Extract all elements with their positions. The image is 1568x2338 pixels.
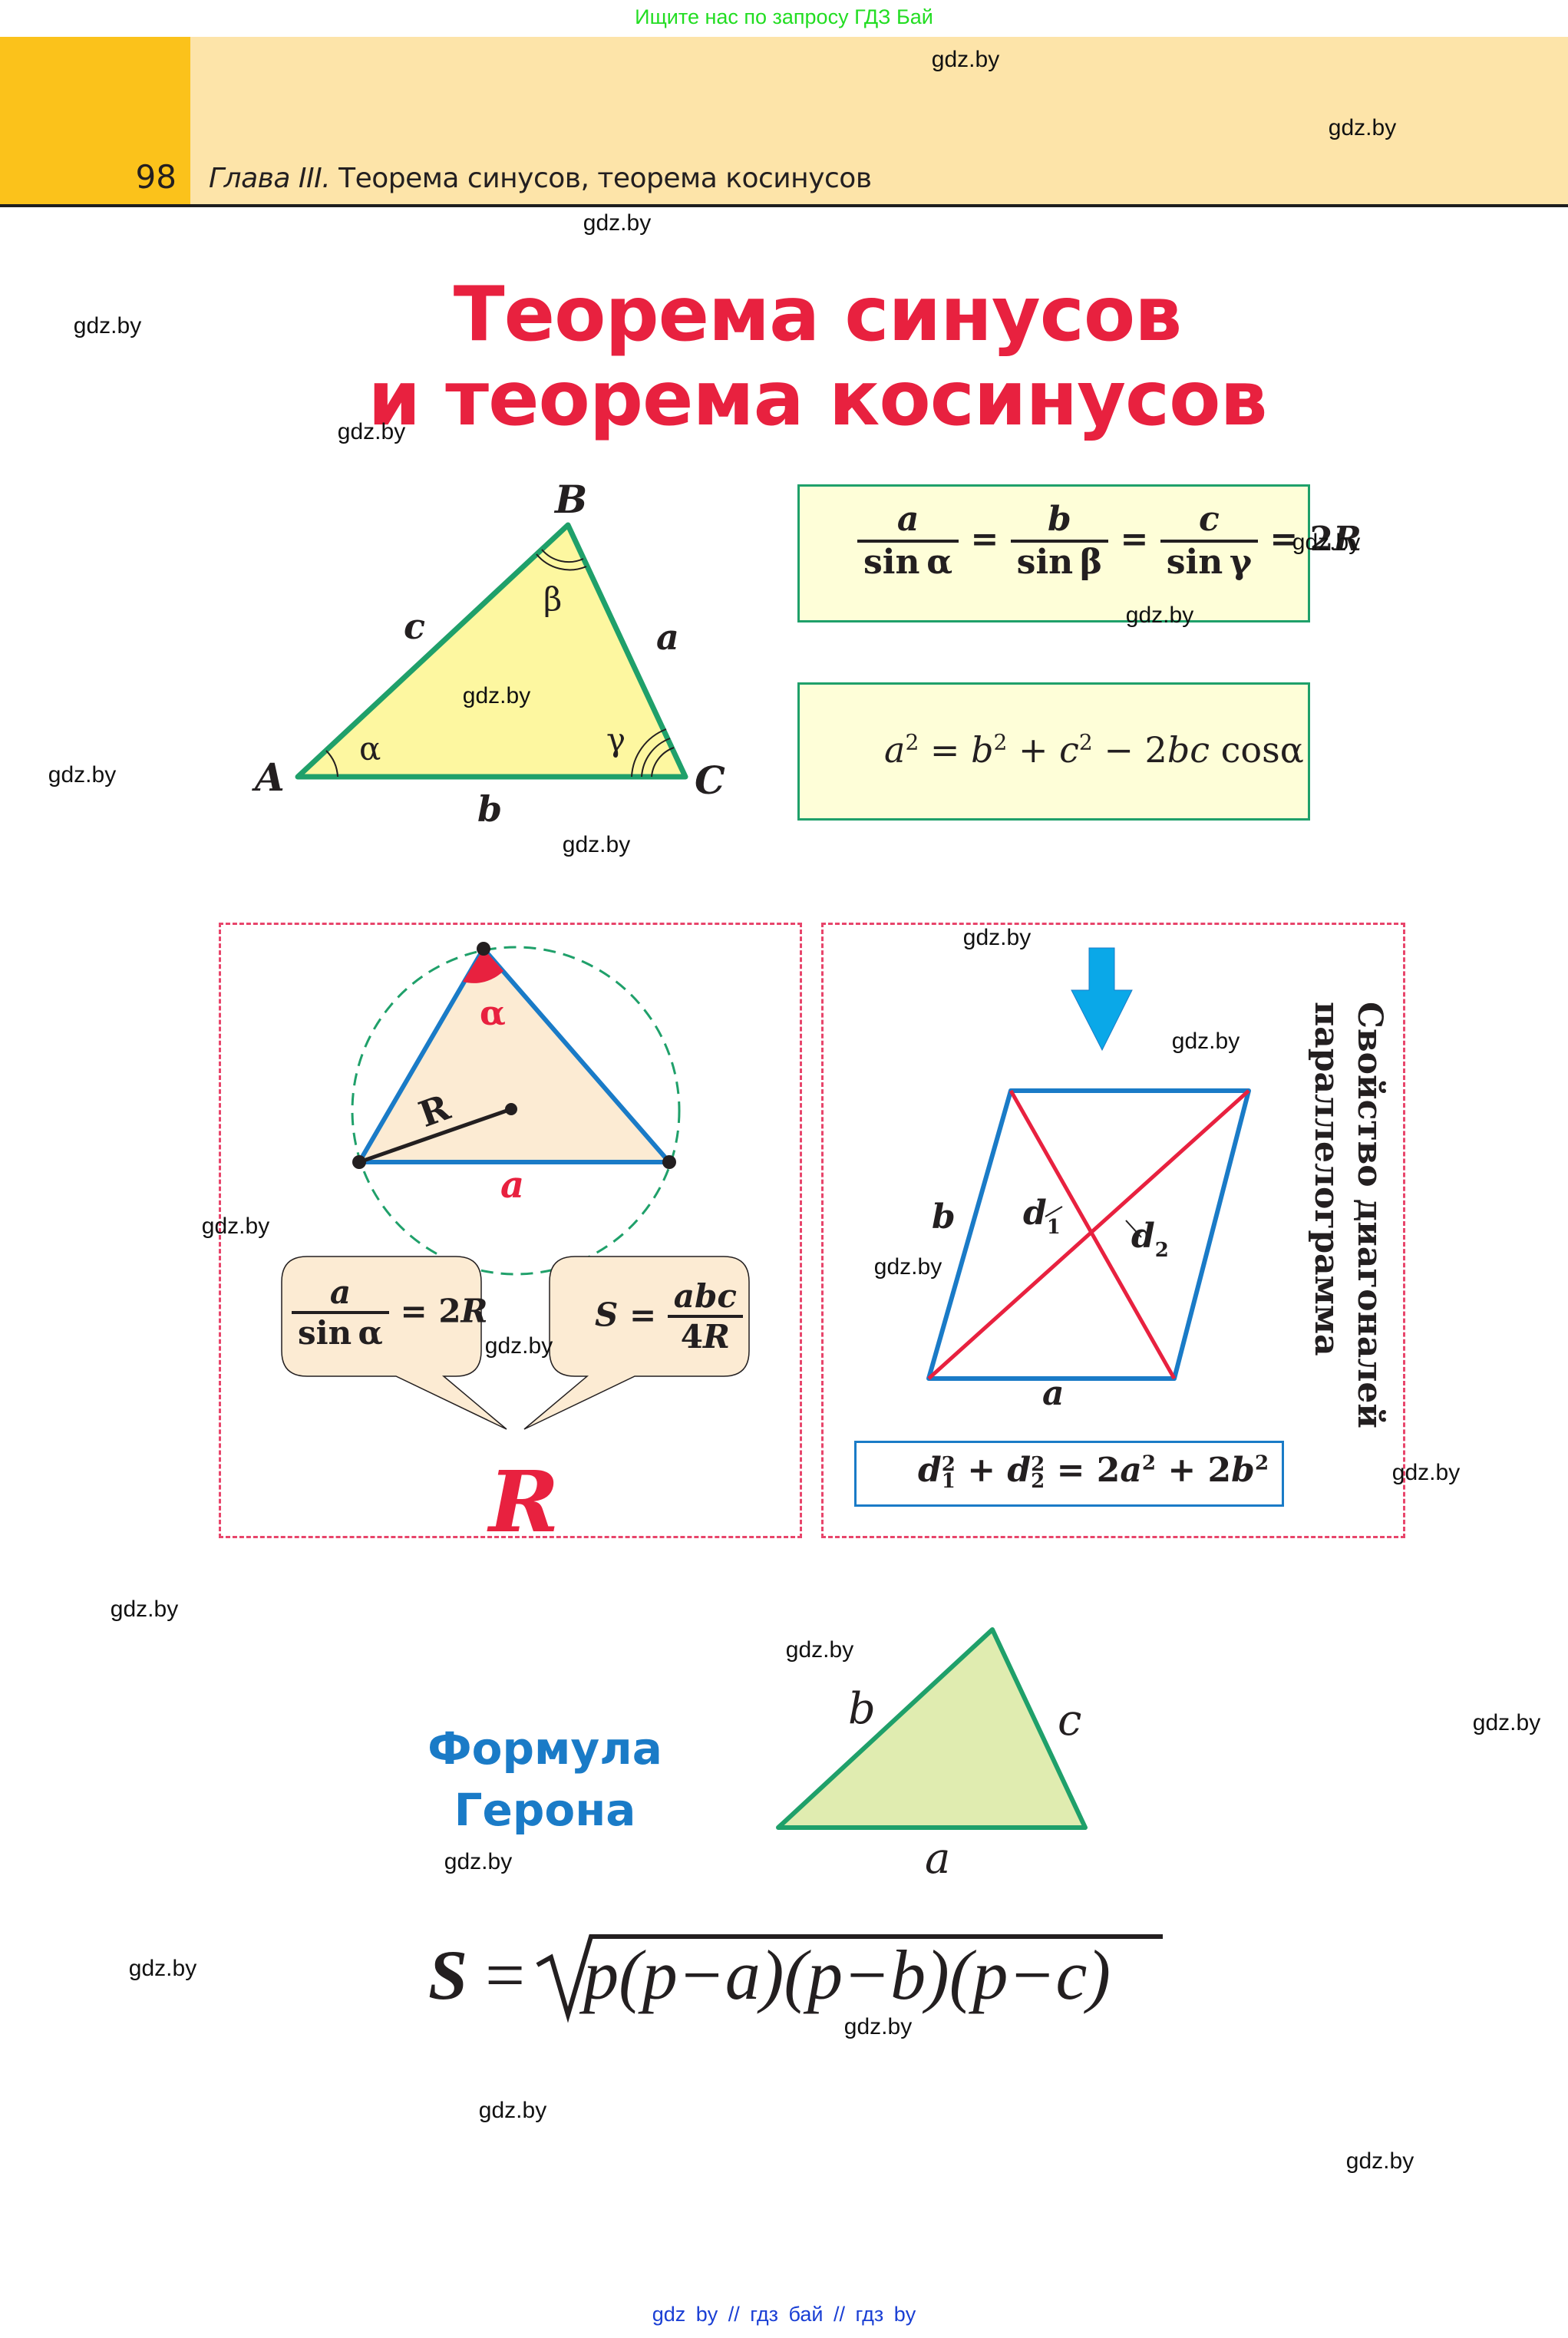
vertex-label-c: C [695,758,725,803]
diagonal-label-d1: d1 [1023,1194,1061,1239]
watermark: gdz.by [1391,1460,1461,1485]
search-banner: Ищите нас по запросу ГДЗ Бай [635,5,933,28]
heron-title: Формула Герона [427,1722,662,1836]
cosine-law-formula: a2 = b2 + c2 − 2bc cosα [884,729,1304,771]
watermark: gdz.by [843,2014,913,2039]
watermark: gdz.by [873,1254,942,1280]
vertex-label-b: B [553,477,587,522]
watermark: gdz.by [337,419,406,444]
watermark: gdz.by [583,210,652,236]
watermark: gdz.by [1472,1710,1541,1735]
watermark: gdz.by [128,1956,197,1981]
watermark: gdz.by [462,683,531,708]
parallelogram-panel [821,923,1405,1538]
page-title-line1: Теорема синусов [453,271,1182,358]
angle-label-alpha: α [359,730,381,768]
chapter-label: Глава III. [209,163,331,194]
side-label-a: a [1042,1374,1065,1413]
watermark: gdz.by [785,1637,854,1663]
watermark: gdz.by [110,1597,179,1622]
side-label-b: b [477,788,502,830]
page-number: 98 [135,158,177,196]
page-title-line2: и теорема косинусов [368,355,1268,443]
watermark: gdz.by [484,1333,553,1359]
watermark: gdz.by [444,1849,513,1874]
header-rule [0,204,1568,207]
watermark: gdz.by [1125,603,1194,628]
chapter-title: Теорема синусов, теорема косинусов [338,163,872,194]
angle-label-gamma: γ [606,721,626,758]
heron-side-a: a [925,1834,950,1884]
watermark: gdz.by [73,313,142,338]
diagonal-label-d2: d2 [1131,1217,1169,1262]
watermark: gdz.by [562,832,631,857]
watermark: gdz.by [1345,2148,1415,2174]
watermark: gdz.by [478,2098,547,2123]
watermark: gdz.by [1328,115,1397,140]
watermark: gdz.by [962,925,1032,950]
watermark: gdz.by [931,47,1000,72]
header-accent-block [0,37,190,206]
footer-links[interactable]: gdz by // гдз бай // гдз by [652,2303,916,2326]
watermark: gdz.by [201,1214,270,1239]
chord-label: a [500,1164,524,1207]
heron-side-c: c [1058,1696,1081,1745]
side-label-b: b [932,1197,956,1237]
watermark: gdz.by [1292,530,1361,555]
side-label-c: c [404,606,425,647]
header-band [0,37,1568,206]
down-arrow-icon [1071,947,1133,1052]
watermark: gdz.by [48,762,117,788]
heron-formula: S = p(p−a)(p−b)(p−c) [428,1936,1111,2014]
angle-label-beta: β [543,580,562,618]
cosine-law-box: a2 = b2 + c2 − 2bc cosα [797,682,1310,821]
big-r-label: R [487,1452,559,1551]
parallelogram-vertical-title: Свойство диагоналей параллелограмма [1307,1002,1389,1429]
vertex-label-a: A [252,755,285,800]
heron-side-b: b [848,1684,876,1734]
side-label-a: a [656,616,679,658]
inscribed-angle-label: α [480,994,506,1033]
circumcircle-panel [219,923,802,1538]
watermark: gdz.by [1171,1029,1240,1054]
chapter-heading: Глава III. Теорема синусов, теорема коси… [209,163,872,194]
